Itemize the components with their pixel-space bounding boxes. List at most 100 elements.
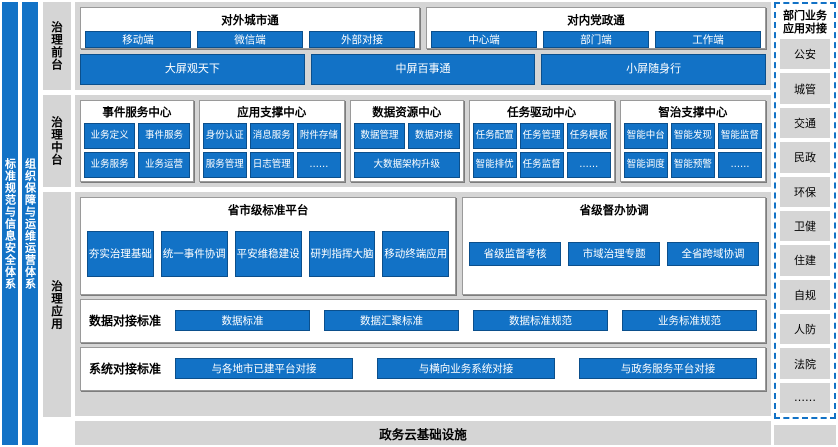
chip-data-docking[interactable]: 数据对接 [408, 122, 460, 149]
center-smart-governance-row-2: 智能调度 智能预警 …… [623, 151, 762, 178]
center-data-resource-row-1: 数据管理 数据对接 [353, 122, 460, 149]
center-app-support: 应用支撑中心 身份认证 消息服务 附件存储 服务管理 日志管理 …… [198, 99, 345, 182]
banner-large-screen[interactable]: 大屏观天下 [80, 54, 305, 85]
center-task-driven-row-2: 智能排优 任务监督 …… [472, 151, 611, 178]
dept-item-housing-construction[interactable]: 住建 [780, 245, 830, 276]
chip-center-client[interactable]: 中心端 [431, 31, 537, 48]
chip-smart-governance-more[interactable]: …… [717, 151, 762, 178]
chip-smart-midplatform[interactable]: 智能中台 [623, 122, 668, 149]
main-content-column: 对外城市通 移动端 微信端 外部对接 对内党政通 中心端 部门端 工作端 [75, 2, 771, 445]
department-list: 公安 城管 交通 民政 环保 卫健 住建 自规 人防 法院 …… [780, 39, 830, 414]
platform-row: 省市级标准平台 夯实治理基础 统一事件协调 平安维稳建设 研判指挥大脑 移动终端… [80, 196, 766, 295]
chip-task-management[interactable]: 任务管理 [519, 122, 564, 149]
chip-province-cross-domain-coordination[interactable]: 全省跨域协调 [667, 242, 759, 267]
chip-city-governance-topic[interactable]: 市域治理专题 [568, 242, 661, 267]
chip-safety-stability-construction[interactable]: 平安维稳建设 [234, 231, 302, 278]
chip-log-management[interactable]: 日志管理 [249, 151, 294, 178]
chip-business-definition[interactable]: 业务定义 [84, 122, 136, 149]
front-banner-row: 大屏观天下 中屏百事通 小屏随身行 [80, 54, 767, 85]
chip-unified-event-coordination[interactable]: 统一事件协调 [160, 231, 228, 278]
chip-dock-horizontal-business-systems[interactable]: 与横向业务系统对接 [377, 358, 556, 380]
chip-service-management[interactable]: 服务管理 [202, 151, 247, 178]
chip-event-service[interactable]: 事件服务 [138, 122, 190, 149]
chip-external-docking[interactable]: 外部对接 [309, 31, 415, 48]
dept-item-court[interactable]: 法院 [780, 348, 830, 379]
center-task-driven-title: 任务驱动中心 [507, 104, 577, 119]
stage-label-application: 治理应用 [43, 192, 71, 417]
front-group-external-title: 对外城市通 [221, 13, 279, 27]
middle-band: 事件服务中心 业务定义 事件服务 业务服务 业务运营 应用支撑中心 [75, 94, 771, 187]
dept-item-civil-defense[interactable]: 人防 [780, 314, 830, 345]
front-band: 对外城市通 移动端 微信端 外部对接 对内党政通 中心端 部门端 工作端 [75, 2, 771, 90]
center-task-driven-row-1: 任务配置 任务管理 任务模板 [472, 122, 611, 149]
banner-medium-screen[interactable]: 中屏百事通 [310, 54, 536, 85]
dept-item-health[interactable]: 卫健 [780, 210, 830, 242]
center-smart-governance-row-1: 智能中台 智能发现 智能监督 [623, 122, 762, 149]
chip-analysis-command-brain[interactable]: 研判指挥大脑 [308, 231, 376, 278]
department-column: 部门业务应用对接 公安 城管 交通 民政 环保 卫健 住建 自规 人防 法院 …… [774, 2, 836, 445]
dept-item-environmental-protection[interactable]: 环保 [780, 176, 830, 207]
system-standard-row: 系统对接标准 与各地市已建平台对接 与横向业务系统对接 与政务服务平台对接 [80, 346, 766, 391]
middle-centers-row: 事件服务中心 业务定义 事件服务 业务服务 业务运营 应用支撑中心 [80, 99, 766, 182]
chip-business-service[interactable]: 业务服务 [84, 151, 136, 178]
department-dashed-box: 部门业务应用对接 公安 城管 交通 民政 环保 卫健 住建 自规 人防 法院 …… [774, 2, 836, 420]
chip-message-service[interactable]: 消息服务 [249, 122, 294, 149]
dept-item-urban-management[interactable]: 城管 [780, 73, 830, 104]
chip-task-driven-more[interactable]: …… [566, 151, 611, 178]
chip-smart-scheduling[interactable]: 智能调度 [623, 151, 668, 178]
center-app-support-title: 应用支撑中心 [237, 104, 307, 119]
center-smart-governance-grid: 智能中台 智能发现 智能监督 智能调度 智能预警 …… [623, 122, 762, 178]
chip-data-aggregation-standard[interactable]: 数据汇聚标准 [324, 310, 460, 332]
center-smart-governance-support: 智治支撑中心 智能中台 智能发现 智能监督 智能调度 智能预警 …… [619, 99, 766, 182]
chip-business-operation[interactable]: 业务运营 [138, 151, 190, 178]
chip-smart-warning[interactable]: 智能预警 [670, 151, 715, 178]
front-group-internal: 对内党政通 中心端 部门端 工作端 [426, 7, 766, 49]
chip-smart-discovery[interactable]: 智能发现 [670, 122, 715, 149]
chip-mobile-client[interactable]: 移动端 [85, 31, 191, 48]
chip-mobile-terminal-application[interactable]: 移动终端应用 [382, 231, 450, 278]
chip-smart-prioritization[interactable]: 智能排优 [472, 151, 517, 178]
chip-business-standard-specification[interactable]: 业务标准规范 [622, 310, 758, 332]
chip-dock-government-service-platform[interactable]: 与政务服务平台对接 [579, 358, 758, 380]
chip-work-client[interactable]: 工作端 [655, 31, 761, 48]
chip-task-config[interactable]: 任务配置 [472, 122, 517, 149]
front-groups-row: 对外城市通 移动端 微信端 外部对接 对内党政通 中心端 部门端 工作端 [80, 7, 766, 49]
dept-item-public-security[interactable]: 公安 [780, 39, 830, 70]
system-standard-label: 系统对接标准 [89, 362, 162, 377]
center-data-resource-title: 数据资源中心 [372, 104, 442, 119]
stage-column-spacer [43, 417, 71, 445]
chip-attachment-storage[interactable]: 附件存储 [296, 122, 341, 149]
department-column-title: 部门业务应用对接 [783, 9, 827, 35]
center-data-resource-row-2: 大数据架构升级 [353, 151, 460, 178]
chip-task-template[interactable]: 任务模板 [566, 122, 611, 149]
platform-provincial-city-chips: 夯实治理基础 统一事件协调 平安维稳建设 研判指挥大脑 移动终端应用 [87, 221, 450, 288]
chip-wechat-client[interactable]: 微信端 [197, 31, 303, 48]
chip-strengthen-governance-foundation[interactable]: 夯实治理基础 [87, 231, 154, 278]
chip-data-standard-specification[interactable]: 数据标准规范 [473, 310, 609, 332]
banner-small-screen[interactable]: 小屏随身行 [541, 54, 767, 85]
chip-smart-supervision[interactable]: 智能监督 [717, 122, 762, 149]
platform-provincial-supervision-title: 省级督办协调 [579, 202, 649, 217]
dept-item-more[interactable]: …… [780, 382, 830, 414]
chip-provincial-supervision-assessment[interactable]: 省级监督考核 [469, 242, 562, 267]
chip-task-supervision[interactable]: 任务监督 [519, 151, 564, 178]
chip-bigdata-architecture-upgrade[interactable]: 大数据架构升级 [353, 151, 460, 178]
application-band: 省市级标准平台 夯实治理基础 统一事件协调 平安维稳建设 研判指挥大脑 移动终端… [75, 191, 771, 417]
dept-item-transportation[interactable]: 交通 [780, 107, 830, 139]
chip-identity-auth[interactable]: 身份认证 [202, 122, 247, 149]
front-group-external: 对外城市通 移动端 微信端 外部对接 [80, 7, 420, 49]
chip-dock-city-existing-platforms[interactable]: 与各地市已建平台对接 [175, 358, 354, 380]
system-standard-chips: 与各地市已建平台对接 与横向业务系统对接 与政务服务平台对接 [175, 358, 758, 380]
center-smart-governance-title: 智治支撑中心 [658, 104, 728, 119]
dept-item-natural-resources[interactable]: 自规 [780, 279, 830, 310]
chip-department-client[interactable]: 部门端 [543, 31, 649, 48]
platform-provincial-city-title: 省市级标准平台 [227, 202, 309, 217]
chip-data-management[interactable]: 数据管理 [353, 122, 406, 149]
center-event-service-grid: 业务定义 事件服务 业务服务 业务运营 [84, 122, 190, 178]
chip-app-support-more[interactable]: …… [296, 151, 341, 178]
dept-item-civil-affairs[interactable]: 民政 [780, 142, 830, 173]
front-group-internal-chips: 中心端 部门端 工作端 [431, 31, 761, 48]
chip-data-standard[interactable]: 数据标准 [175, 310, 311, 332]
center-data-resource: 数据资源中心 数据管理 数据对接 大数据架构升级 [349, 99, 464, 182]
